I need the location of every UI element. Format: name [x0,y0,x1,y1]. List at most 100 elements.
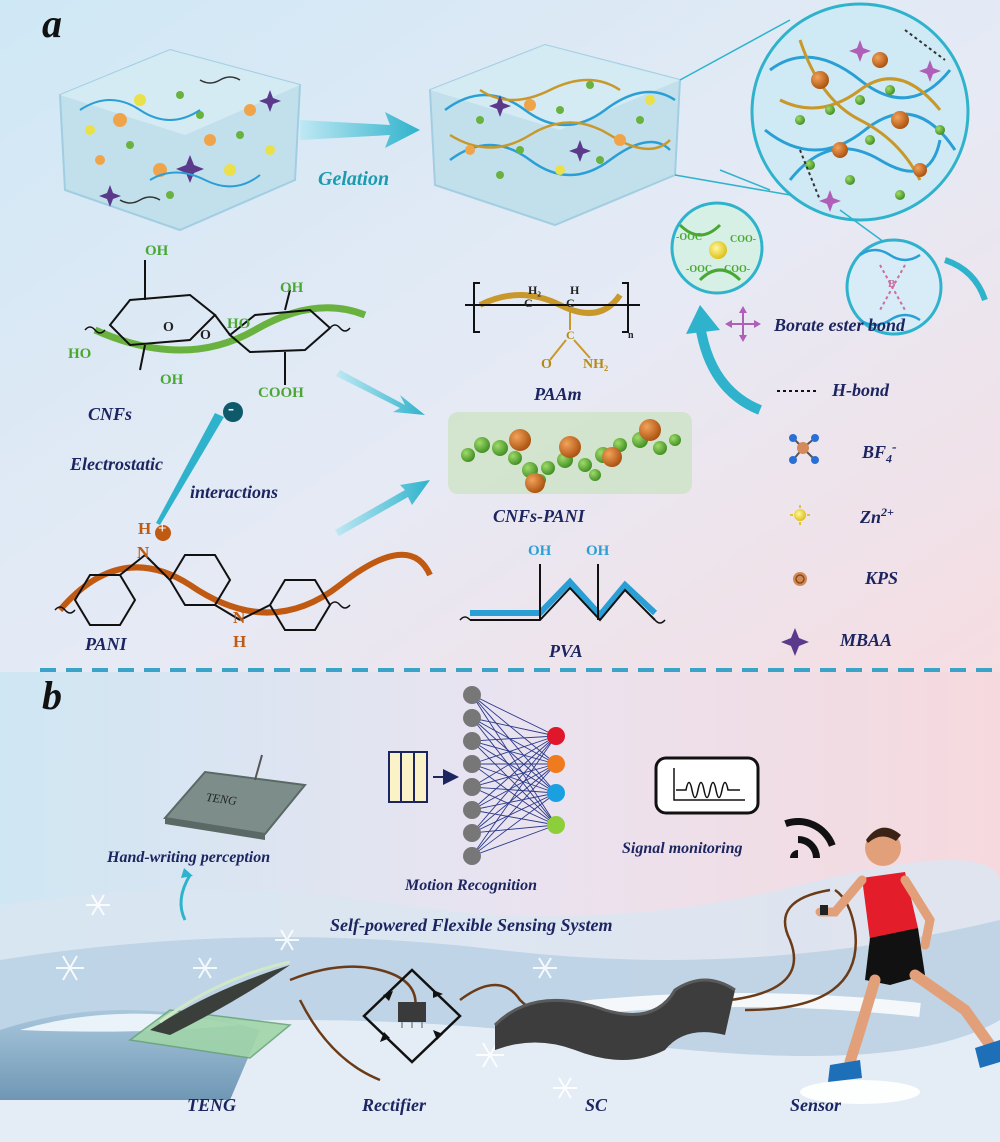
nn-connection [471,763,557,788]
pani-label: PANI [85,634,127,654]
cnfs-arrow [336,370,425,415]
cnfs-electrostatic-connector [155,402,243,541]
supercapacitor [493,978,736,1060]
neural-network-output-nodes [547,727,565,834]
negative-charge: - [228,398,234,418]
legend-kps: KPS [865,568,899,588]
nn-connection [471,824,557,834]
nn-output-node [547,727,565,745]
rectifier-bridge [362,968,462,1064]
cnfs-pani-composite [448,412,692,494]
nn-connection [471,792,557,857]
pva-oh-1: OH [528,543,552,559]
network-zoom-circle [674,2,970,222]
pva-structure [459,564,666,624]
input-buffer-icon [388,751,459,803]
sc-label: SC [585,1095,608,1115]
nn-connection [471,735,557,742]
teng-label: TENG [187,1095,236,1115]
nn-input-node [463,755,481,773]
nn-connection [471,763,557,834]
electrostatic-label-1: Electrostatic [70,454,163,474]
zn-coo-3: -OOC [686,264,713,275]
cnfs-ho-left: HO [68,346,92,362]
teng-pad-icon [163,754,307,840]
legend-zn: Zn2+ [860,505,894,527]
cnfs-oh-right: OH [280,280,304,296]
zn-coo-1: -OOC [676,232,703,243]
panel-b-label: b [42,673,62,718]
positive-charge: + [158,521,167,537]
nn-connection [471,735,557,857]
cnfs-ho-right: HO [227,316,251,332]
nn-output-node [547,755,565,773]
nn-input-node [463,686,481,704]
nn-connection [471,735,557,765]
nn-connection [471,763,557,794]
nn-connection [471,763,557,826]
borate-ester-icon [725,306,761,342]
nn-connection [471,740,557,765]
nn-output-node [547,784,565,802]
pani-n-bottom: N [233,608,246,627]
kps-icon [793,572,807,586]
gelation-arrow [300,112,420,148]
nn-connection [471,735,557,811]
handwriting-arrow [179,874,192,921]
nn-connection [471,763,557,857]
components-to-network-arrow [686,305,762,415]
legend-borate-ester: Borate ester bond [774,315,906,335]
nn-input-node [463,732,481,750]
nn-connection [471,792,557,811]
nn-connection [471,717,557,737]
cnfs-label: CNFs [88,404,133,424]
legend-bf4: BF4- [862,440,897,466]
cnfs-ring-oxygen: O [163,320,174,335]
mbaa-icon [781,628,809,656]
legend-mbaa: MBAA [840,630,893,650]
precursor-gel-block [58,48,302,232]
rectifier-label: Rectifier [362,1095,426,1115]
nn-input-node [463,801,481,819]
zn-coo-2: COO- [730,234,757,245]
nn-connection [471,763,557,811]
nn-connection [471,809,557,826]
paam-c1: C [524,296,533,310]
gelation-label: Gelation [318,168,390,190]
zn-coordination-zoom [670,169,771,295]
cnfs-oh-top: OH [145,243,169,259]
nn-connection [471,717,557,826]
nn-connection [471,786,557,794]
pva-label: PVA [549,641,583,661]
cnfs-oh-bottom: OH [160,372,184,388]
neural-network-connections [471,694,557,857]
pani-h-bottom: H [233,632,247,651]
pani-arrow [335,480,430,536]
nn-input-node [463,847,481,865]
nn-output-node [547,816,565,834]
pani-structure [54,551,433,631]
nn-connection [471,792,557,834]
system-title: Self-powered Flexible Sensing System [330,915,613,935]
nn-connection [471,735,557,834]
signal-label: Signal monitoring [622,840,743,857]
sensor-label: Sensor [790,1095,842,1115]
pani-h-top: H [138,519,152,538]
paam-h2: H₂ [528,283,541,297]
nn-connection [471,740,557,794]
borate-ester-zoom [839,209,988,336]
borate-b: B [888,278,896,290]
nn-connection [471,740,557,826]
pani-n-top: N [137,543,150,562]
panel-a-label: a [42,1,62,46]
zn-coo-4: COO- [724,264,751,275]
paam-n: n [628,330,634,341]
bf4-icon [789,434,819,464]
nn-input-node [463,709,481,727]
hydrogel-network-block [428,43,682,227]
nn-connection [471,786,557,826]
neural-network-input-nodes [463,686,481,865]
paam-c2: C [566,296,575,310]
motion-label: Motion Recognition [405,877,538,894]
paam-o: O [541,357,552,372]
